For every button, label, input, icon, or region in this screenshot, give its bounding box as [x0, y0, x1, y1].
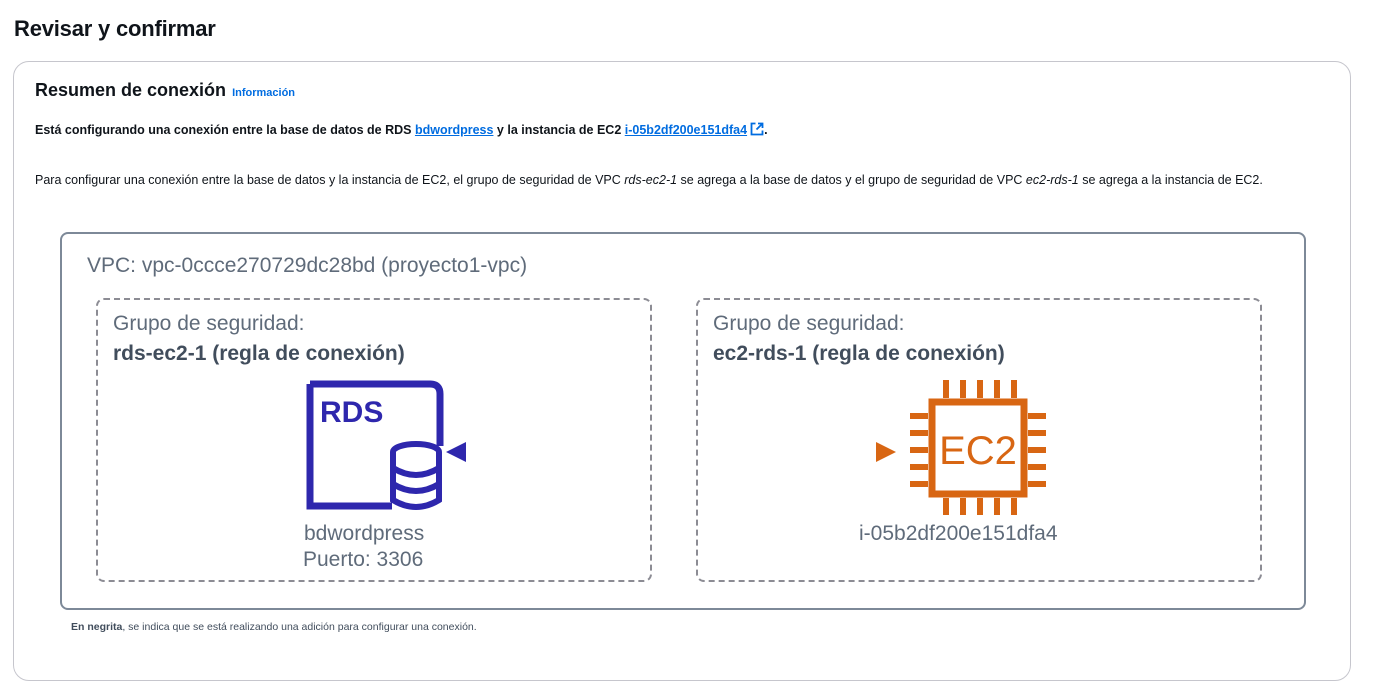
ec2-resource-name: i-05b2df200e151dfa4: [859, 522, 1058, 545]
ec2-chip-icon: EC2: [910, 380, 1046, 515]
connection-arrow: [446, 442, 896, 462]
security-group-rds: Grupo de seguridad: rds-ec2-1 (regla de …: [96, 298, 652, 582]
intro-prefix: Está configurando una conexión entre la …: [35, 123, 415, 137]
rds-port: Puerto: 3306: [303, 548, 424, 571]
desc-security-group-1: rds-ec2-1: [624, 173, 678, 187]
security-group-name: rds-ec2-1 (regla de conexión): [113, 342, 405, 365]
info-link[interactable]: Información: [232, 87, 296, 99]
page-title: Revisar y confirmar: [14, 16, 216, 41]
rds-resource-name: bdwordpress: [304, 522, 425, 545]
external-link-icon: [750, 122, 764, 136]
section-title: Resumen de conexión: [35, 80, 227, 100]
arrow-head-right: [876, 442, 896, 462]
desc-part-1: Para configurar una conexión entre la ba…: [35, 173, 625, 187]
security-group-name: ec2-rds-1 (regla de conexión): [713, 342, 1005, 365]
intro-text: Está configurando una conexión entre la …: [35, 122, 768, 137]
database-link[interactable]: bdwordpress: [414, 123, 494, 137]
instance-link[interactable]: i-05b2df200e151dfa4: [624, 122, 764, 137]
security-group-ec2: Grupo de seguridad: ec2-rds-1 (regla de …: [696, 298, 1262, 582]
security-group-caption: Grupo de seguridad:: [713, 312, 905, 335]
vpc-diagram: VPC: vpc-0ccce270729dc28bd (proyecto1-vp…: [60, 232, 1306, 610]
rds-icon-text: RDS: [320, 396, 383, 429]
section-header: Resumen de conexión Información: [35, 80, 295, 101]
desc-part-3: se agrega a la instancia de EC2.: [1078, 173, 1263, 187]
intro-suffix: .: [764, 123, 768, 137]
vpc-label: VPC: vpc-0ccce270729dc28bd (proyecto1-vp…: [87, 254, 528, 277]
footnote: En negrita, se indica que se está realiz…: [71, 621, 477, 633]
footnote-bold: En negrita: [71, 621, 123, 633]
description-text: Para configurar una conexión entre la ba…: [35, 170, 1325, 190]
intro-middle: y la instancia de EC2: [493, 123, 625, 137]
connection-summary-panel: Resumen de conexión Información Está con…: [13, 61, 1351, 681]
security-group-caption: Grupo de seguridad:: [113, 312, 305, 335]
footnote-text: , se indica que se está realizando una a…: [122, 621, 477, 633]
arrow-head-left: [446, 442, 466, 462]
ec2-icon-text: EC2: [939, 429, 1017, 473]
rds-database-icon: RDS: [306, 380, 444, 510]
desc-security-group-2: ec2-rds-1: [1025, 173, 1079, 187]
instance-link-label: i-05b2df200e151dfa4: [624, 123, 748, 137]
desc-part-2: se agrega a la base de datos y el grupo …: [677, 173, 1026, 187]
